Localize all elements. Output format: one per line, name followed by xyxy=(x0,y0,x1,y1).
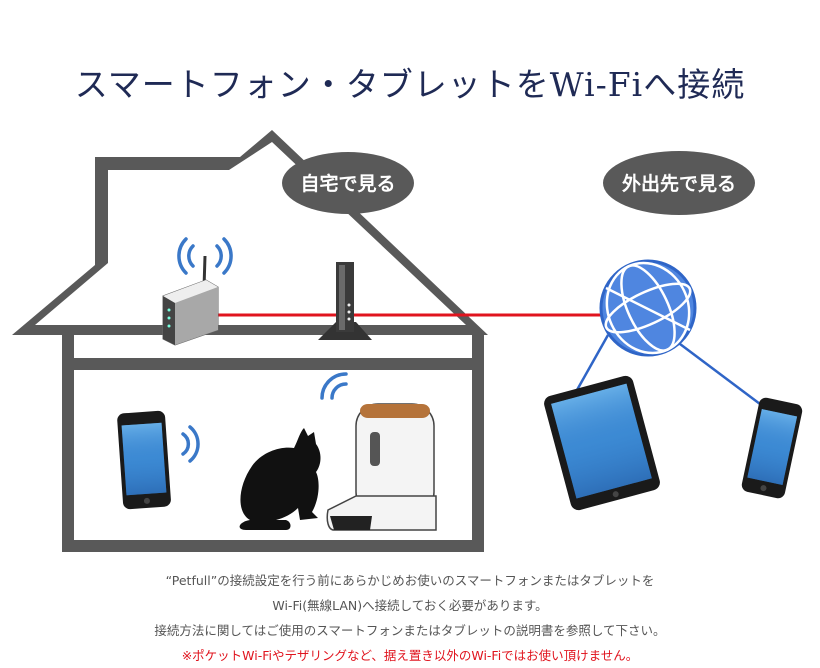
wifi-signal-icon xyxy=(177,237,233,275)
smartphone-icon xyxy=(741,397,803,499)
pet-feeder-icon xyxy=(326,403,437,531)
page-title: スマートフォン・タブレットをWi-Fiへ接続 xyxy=(74,65,746,104)
smartphone-icon xyxy=(117,410,171,510)
home-bubble: 自宅で見る xyxy=(282,152,414,214)
tablet-icon xyxy=(544,375,660,511)
home-label: 自宅で見る xyxy=(300,172,395,195)
wifi-router-icon xyxy=(162,255,219,346)
globe-icon xyxy=(575,259,761,405)
caption-line-2: Wi-Fi(無線LAN)へ接続しておく必要があります。 xyxy=(272,598,548,613)
wifi-signal-icon xyxy=(320,372,348,400)
caption-warning: ※ポケットWi-Fiやテザリングなど、据え置き以外のWi-Fiではお使い頂けませ… xyxy=(181,648,639,663)
caption-line-3: 接続方法に関してはご使用のスマートフォンまたはタブレットの説明書を参照して下さい… xyxy=(154,623,666,638)
outside-bubble: 外出先で見る xyxy=(603,151,755,215)
modem-icon xyxy=(318,262,372,340)
outside-label: 外出先で見る xyxy=(622,172,736,195)
cat-icon xyxy=(239,428,321,530)
wifi-signal-icon xyxy=(181,425,200,463)
caption-line-1: “Petfull”の接続設定を行う前にあらかじめお使いのスマートフォンまたはタブ… xyxy=(165,573,655,588)
